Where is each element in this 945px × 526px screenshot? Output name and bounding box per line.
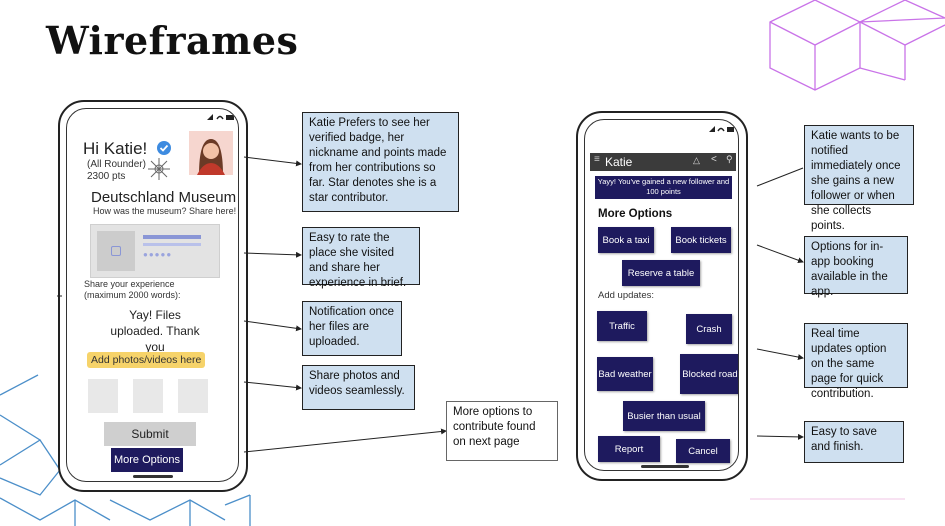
report-button[interactable]: Report	[598, 436, 660, 462]
user-points: 2300 pts	[87, 171, 126, 182]
phone-2-screen: ≡ Katie △ < ⚲ Yayy! You've gained a new …	[584, 119, 739, 471]
verified-badge-icon	[157, 141, 171, 155]
museum-name: Deutschland Museum	[91, 189, 237, 206]
book-tickets-button[interactable]: Book tickets	[671, 227, 731, 253]
rating-card[interactable]: ●●●●●	[90, 224, 220, 278]
note-profile: Katie Prefers to see her verified badge,…	[302, 112, 459, 212]
photo-thumb[interactable]	[178, 379, 208, 413]
page-title: Wireframes	[46, 18, 299, 63]
traffic-button[interactable]: Traffic	[597, 311, 647, 341]
note-more-options: More options to contribute found on next…	[446, 401, 558, 461]
note-booking: Options for in-app booking available in …	[804, 236, 908, 298]
image-placeholder-icon	[97, 231, 135, 271]
note-save: Easy to save and finish.	[804, 421, 904, 463]
upload-message: Yay! Files uploaded. Thank you	[110, 308, 200, 354]
menu-icon[interactable]: ≡	[594, 154, 600, 165]
share-experience-label: Share your experience (maximum 2000 word…	[84, 279, 181, 300]
reserve-table-button[interactable]: Reserve a table	[622, 260, 700, 286]
search-icon[interactable]: ⚲	[726, 154, 733, 164]
notification-banner[interactable]: Yayy! You've gained a new follower and 1…	[595, 176, 732, 199]
phone-2-frame: ≡ Katie △ < ⚲ Yayy! You've gained a new …	[576, 111, 748, 481]
more-options-button[interactable]: More Options	[111, 448, 183, 472]
user-role: (All Rounder)	[87, 159, 146, 170]
star-contributor-icon	[148, 158, 170, 180]
phone-1-frame: Hi Katie! (All Rounder) 2300 pts Deutsch…	[58, 100, 248, 492]
rating-stars[interactable]: ●●●●●	[143, 250, 173, 259]
photo-thumb[interactable]	[88, 379, 118, 413]
note-realtime: Real time updates option on the same pag…	[804, 323, 908, 400]
add-photos-button[interactable]: Add photos/videos here	[87, 352, 206, 368]
museum-prompt: How was the museum? Share here!	[93, 206, 237, 216]
home-indicator	[133, 475, 173, 478]
photo-thumb[interactable]	[133, 379, 163, 413]
note-rating: Easy to rate the place she visited and s…	[302, 227, 420, 289]
busier-than-usual-button[interactable]: Busier than usual	[623, 401, 705, 431]
avatar[interactable]	[189, 131, 233, 175]
phone-1-screen: Hi Katie! (All Rounder) 2300 pts Deutsch…	[66, 108, 239, 482]
blocked-road-button[interactable]: Blocked road	[680, 354, 738, 394]
app-bar: ≡ Katie △ < ⚲	[590, 153, 736, 171]
more-options-heading: More Options	[598, 208, 673, 220]
crash-button[interactable]: Crash	[686, 314, 732, 344]
cancel-button[interactable]: Cancel	[676, 439, 730, 463]
bell-icon[interactable]: △	[693, 155, 700, 165]
share-icon[interactable]: <	[711, 154, 717, 165]
bad-weather-button[interactable]: Bad weather	[597, 357, 653, 391]
add-updates-label: Add updates:	[598, 290, 654, 301]
greeting: Hi Katie!	[83, 139, 148, 158]
submit-button[interactable]: Submit	[104, 422, 196, 446]
rating-bar	[143, 235, 201, 239]
note-photos: Share photos and videos seamlessly.	[302, 365, 415, 410]
note-upload: Notification once her files are uploaded…	[302, 301, 402, 356]
status-icons	[207, 114, 234, 120]
rating-bar-secondary	[143, 243, 201, 246]
note-notification: Katie wants to be notified immediately o…	[804, 125, 914, 232]
book-taxi-button[interactable]: Book a taxi	[598, 227, 654, 253]
app-title: Katie	[605, 155, 633, 169]
status-icons	[709, 126, 734, 132]
home-indicator	[641, 465, 689, 468]
avatar-portrait-icon	[197, 139, 225, 175]
